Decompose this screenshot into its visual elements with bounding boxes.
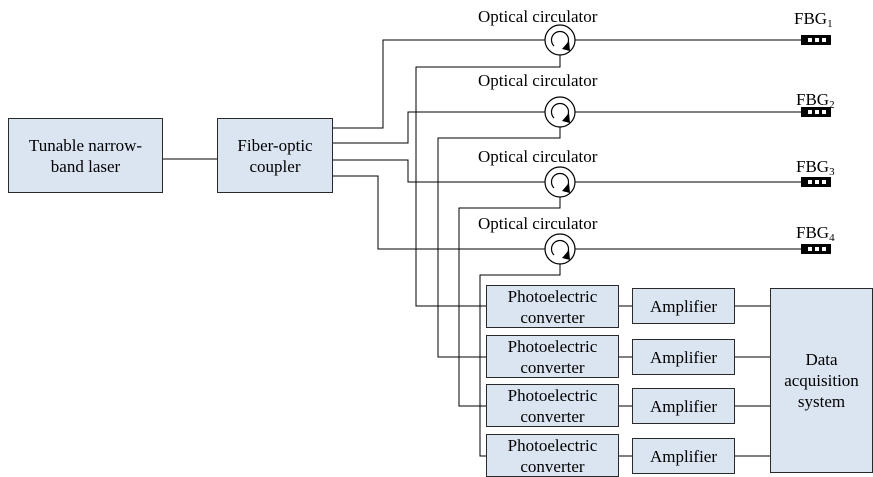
wire-circ3-conv3 [458,197,561,407]
converter-1-line2: converter [520,307,585,327]
coupler-label-line1: Fiber-optic [237,135,313,155]
amplifier-box-2: Amplifier [632,339,735,375]
circulator-label-2: Optical circulator [478,71,598,90]
amplifier-box-4: Amplifier [632,438,735,474]
grating-icon [801,177,831,187]
converter-1-line1: Photoelectric [507,286,598,306]
converter-box-3: Photoelectric converter [486,384,619,427]
laser-label-line1: Tunable narrow- [28,135,143,155]
amplifier-2-label: Amplifier [649,347,718,367]
wire-coupler-circ4 [333,175,545,250]
converter-box-2: Photoelectric converter [486,335,619,378]
fbg-label-4-base: FBG [796,223,830,242]
daq-label-line2: acquisition [784,371,859,390]
converter-3-line1: Photoelectric [507,385,598,405]
fbg-label-1: FBG1 [794,9,833,30]
fbg-label-1-sub: 1 [827,18,833,30]
fbg-label-2: FBG2 [796,90,835,111]
fbg-label-3: FBG3 [796,157,835,178]
wire-circ2-conv2 [437,127,561,358]
circulator-icon [544,233,576,265]
daq-label-line1: Data [805,350,838,369]
converter-2-line2: converter [520,357,585,377]
wire-coupler-circ2 [333,111,545,144]
circulator-icon [544,166,576,198]
converter-4-line2: converter [520,456,585,476]
amplifier-1-label: Amplifier [649,296,718,316]
grating-icon [801,35,831,45]
wire-coupler-circ3 [333,159,545,183]
converter-box-4: Photoelectric converter [486,434,619,477]
laser-box: Tunable narrow- band laser [8,118,163,193]
daq-box: Data acquisition system [770,288,873,473]
daq-label-line3: system [797,392,846,411]
fbg-label-4-sub: 4 [829,232,835,244]
wire-circ1-conv1 [415,55,561,307]
fbg-label-1-base: FBG [794,9,828,28]
converter-3-line2: converter [520,406,585,426]
amplifier-box-3: Amplifier [632,388,735,424]
circulator-label-1: Optical circulator [478,7,598,26]
circulator-label-4: Optical circulator [478,214,598,233]
fbg-label-3-sub: 3 [829,166,835,178]
wire-circ4-conv4 [479,264,561,457]
amplifier-box-1: Amplifier [632,288,735,324]
fbg-label-2-sub: 2 [829,99,835,111]
circulator-icon [544,96,576,128]
converter-2-line1: Photoelectric [507,336,598,356]
laser-label-line2: band laser [50,156,121,176]
circulator-icon [544,24,576,56]
grating-icon [801,244,831,254]
circulator-label-3: Optical circulator [478,147,598,166]
converter-box-1: Photoelectric converter [486,285,619,328]
grating-icon [801,107,831,117]
amplifier-3-label: Amplifier [649,396,718,416]
fbg-label-2-base: FBG [796,90,830,109]
amplifier-4-label: Amplifier [649,446,718,466]
converter-4-line1: Photoelectric [507,435,598,455]
coupler-label-line2: coupler [249,156,301,176]
fbg-label-4: FBG4 [796,223,835,244]
coupler-box: Fiber-optic coupler [217,118,333,193]
fbg-label-3-base: FBG [796,157,830,176]
wire-coupler-circ1 [333,39,545,129]
